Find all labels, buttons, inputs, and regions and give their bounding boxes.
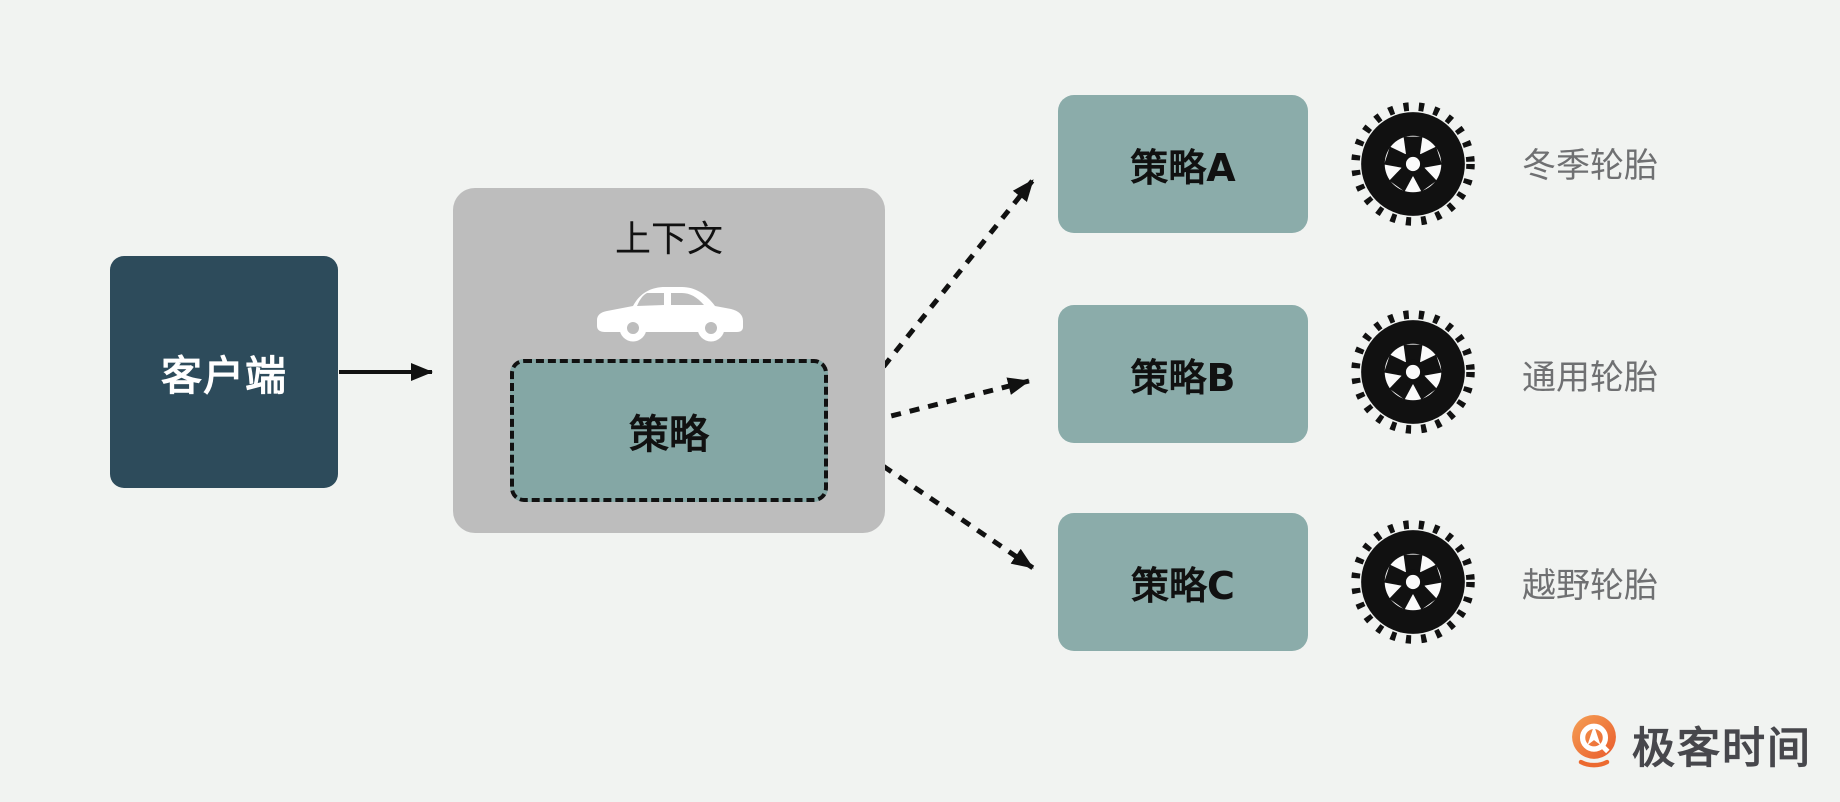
tire-icon: [1347, 516, 1479, 648]
strategy-slot-box: 策略: [510, 359, 828, 502]
client-box: 客户端: [110, 256, 338, 488]
strategy-c-label: 策略C: [1131, 563, 1235, 608]
tire-label-winter: 冬季轮胎: [1522, 145, 1658, 186]
context-label: 上下文: [614, 219, 723, 260]
geektime-logo-icon: [1572, 714, 1616, 768]
strategy-a-label: 策略A: [1130, 145, 1236, 190]
strategy-b-box: 策略B: [1058, 305, 1308, 443]
client-label: 客户端: [161, 352, 287, 400]
car-icon: [597, 287, 743, 342]
strategy-a-box: 策略A: [1058, 95, 1308, 233]
tire-icon: [1347, 306, 1479, 438]
tire-label-allpurpose: 通用轮胎: [1522, 357, 1658, 398]
brand-logo: 极客时间: [1568, 712, 1812, 778]
tire-icon: [1347, 98, 1479, 230]
strategy-slot-label: 策略: [629, 411, 709, 458]
strategy-c-box: 策略C: [1058, 513, 1308, 651]
context-box: 上下文 策略: [453, 188, 885, 533]
tire-label-offroad: 越野轮胎: [1522, 565, 1658, 606]
brand-logo-text: 极客时间: [1632, 724, 1812, 774]
strategy-b-label: 策略B: [1130, 355, 1236, 400]
